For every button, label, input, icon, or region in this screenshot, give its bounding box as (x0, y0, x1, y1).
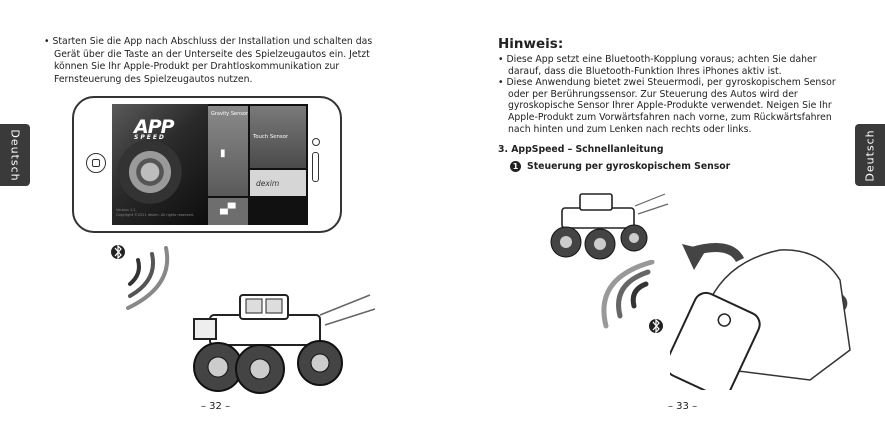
wheel-image (118, 140, 182, 204)
right-content: Hinweis: • Diese App setzt eine Bluetoot… (498, 36, 843, 173)
monster-truck-left (193, 294, 376, 394)
dexim-tile[interactable]: dexim (250, 170, 306, 196)
hinweis-heading: Hinweis: (498, 36, 564, 52)
language-tab-left: Deutsch (0, 124, 30, 186)
touch-sensor-label: Touch Sensor (253, 134, 289, 140)
app-logo-sub: SPEED (134, 134, 166, 141)
home-button-icon (86, 153, 106, 173)
app-footer: Version 1.1 Copyright ©2011 dexim. All r… (116, 208, 194, 217)
touch-sensor-tile[interactable]: Touch Sensor (250, 106, 306, 168)
left-page: Deutsch • Starten Sie die App nach Absch… (0, 0, 442, 442)
step-number-icon: 1 (510, 161, 521, 173)
sub-heading: 1 Steuerung per gyroskopischem Sensor (510, 161, 843, 173)
sub-heading-text: Steuerung per gyroskopischem Sensor (527, 161, 731, 173)
page-number-right: – 33 – (668, 401, 698, 412)
app-screen: APP SPEED Version 1.1 Copyright ©2011 de… (112, 104, 308, 225)
dexim-logo: dexim (256, 179, 280, 188)
language-tab-label: Deutsch (8, 128, 22, 182)
gravity-sensor-tile[interactable]: Gravity Sensor ▮ (208, 106, 248, 196)
gravity-sensor-label: Gravity Sensor (211, 111, 248, 117)
hinweis-bullet-2: Diese Anwendung bietet zwei Steuermodi, … (506, 77, 836, 135)
phone-icon (670, 291, 761, 390)
intro-text: Starten Sie die App nach Abschluss der I… (52, 36, 373, 85)
tilt-phone-icon: ▮ (220, 148, 226, 159)
app-logo: APP SPEED (134, 116, 175, 141)
rotate-arrow-icon (682, 244, 706, 270)
right-page: Deutsch – 33 – (443, 0, 885, 442)
speaker-icon (312, 152, 319, 182)
camera-icon (312, 138, 320, 146)
phone-illustration: APP SPEED Version 1.1 Copyright ©2011 de… (72, 96, 342, 233)
signal-waves-right (601, 260, 663, 334)
signal-waves-left (111, 244, 170, 310)
monster-truck-right (550, 193, 669, 260)
car-icon: ▄▀ (220, 204, 236, 215)
language-tab-right: Deutsch (855, 124, 885, 186)
bluetooth-icon (649, 318, 663, 334)
page-number-left: – 32 – (201, 401, 231, 412)
language-tab-label: Deutsch (863, 128, 877, 182)
hinweis-bullet-1: Diese App setzt eine Bluetooth-Kopplung … (506, 54, 817, 77)
car-mode-tile[interactable]: ▄▀ (208, 198, 248, 225)
intro-paragraph: • Starten Sie die App nach Abschluss der… (44, 36, 373, 85)
app-background: APP SPEED Version 1.1 Copyright ©2011 de… (112, 104, 208, 225)
hand-phone-illustration (670, 243, 851, 390)
section-heading: 3. AppSpeed – Schnellanleitung (498, 144, 664, 156)
bluetooth-icon (111, 244, 125, 260)
